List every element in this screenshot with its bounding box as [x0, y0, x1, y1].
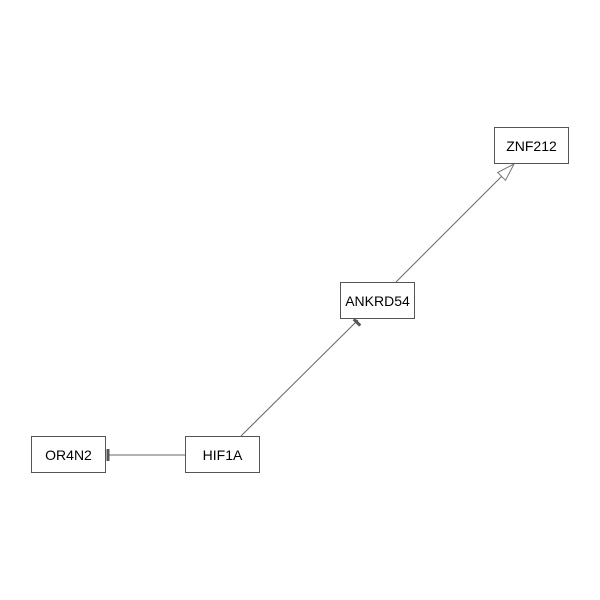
inhibition-bar-icon — [352, 318, 362, 327]
arrow-head-icon — [496, 162, 516, 182]
nodes: ZNF212 ANKRD54 HIF1A OR4N2 — [31, 127, 569, 473]
edge-ankrd54-znf212 — [395, 162, 516, 283]
node-ankrd54[interactable]: ANKRD54 — [340, 282, 415, 319]
node-or4n2[interactable]: OR4N2 — [31, 436, 106, 473]
edge-hif1a-ankrd54 — [240, 318, 362, 437]
node-label: ANKRD54 — [345, 293, 410, 309]
edges — [106, 162, 516, 461]
node-label: ZNF212 — [506, 138, 557, 154]
node-label: OR4N2 — [45, 447, 92, 463]
edge-hif1a-or4n2 — [106, 449, 186, 461]
node-hif1a[interactable]: HIF1A — [185, 436, 260, 473]
node-label: HIF1A — [203, 447, 243, 463]
node-znf212[interactable]: ZNF212 — [494, 127, 569, 164]
